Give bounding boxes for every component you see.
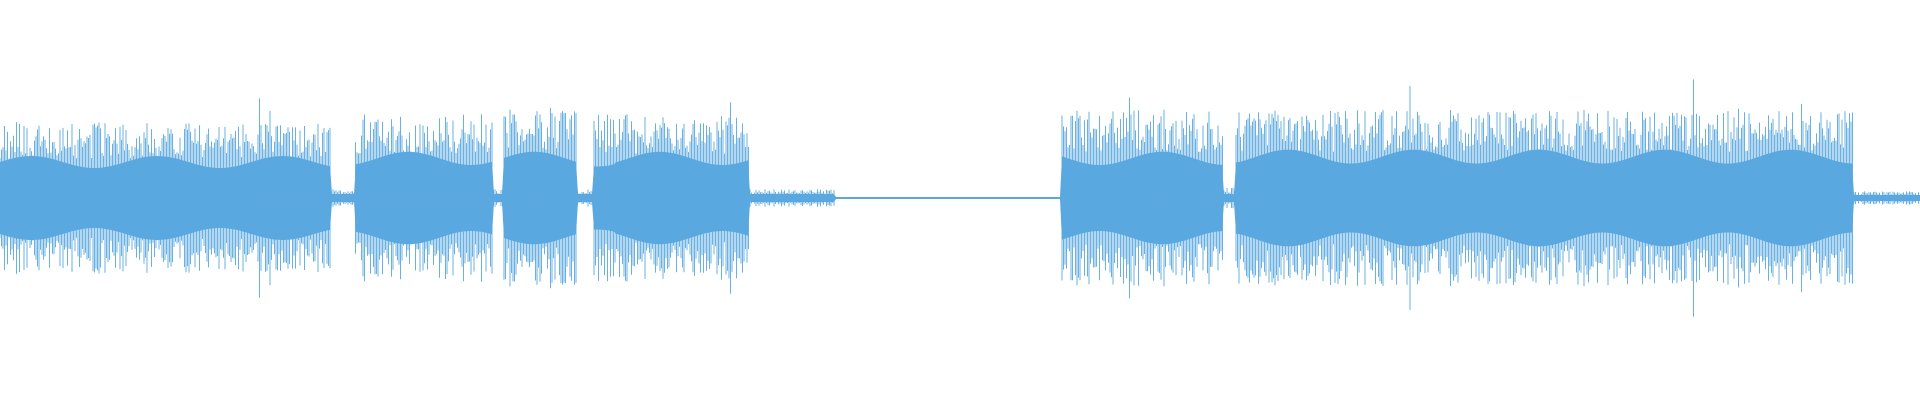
audio-waveform <box>0 79 1920 317</box>
waveform-graphic <box>0 79 1920 317</box>
